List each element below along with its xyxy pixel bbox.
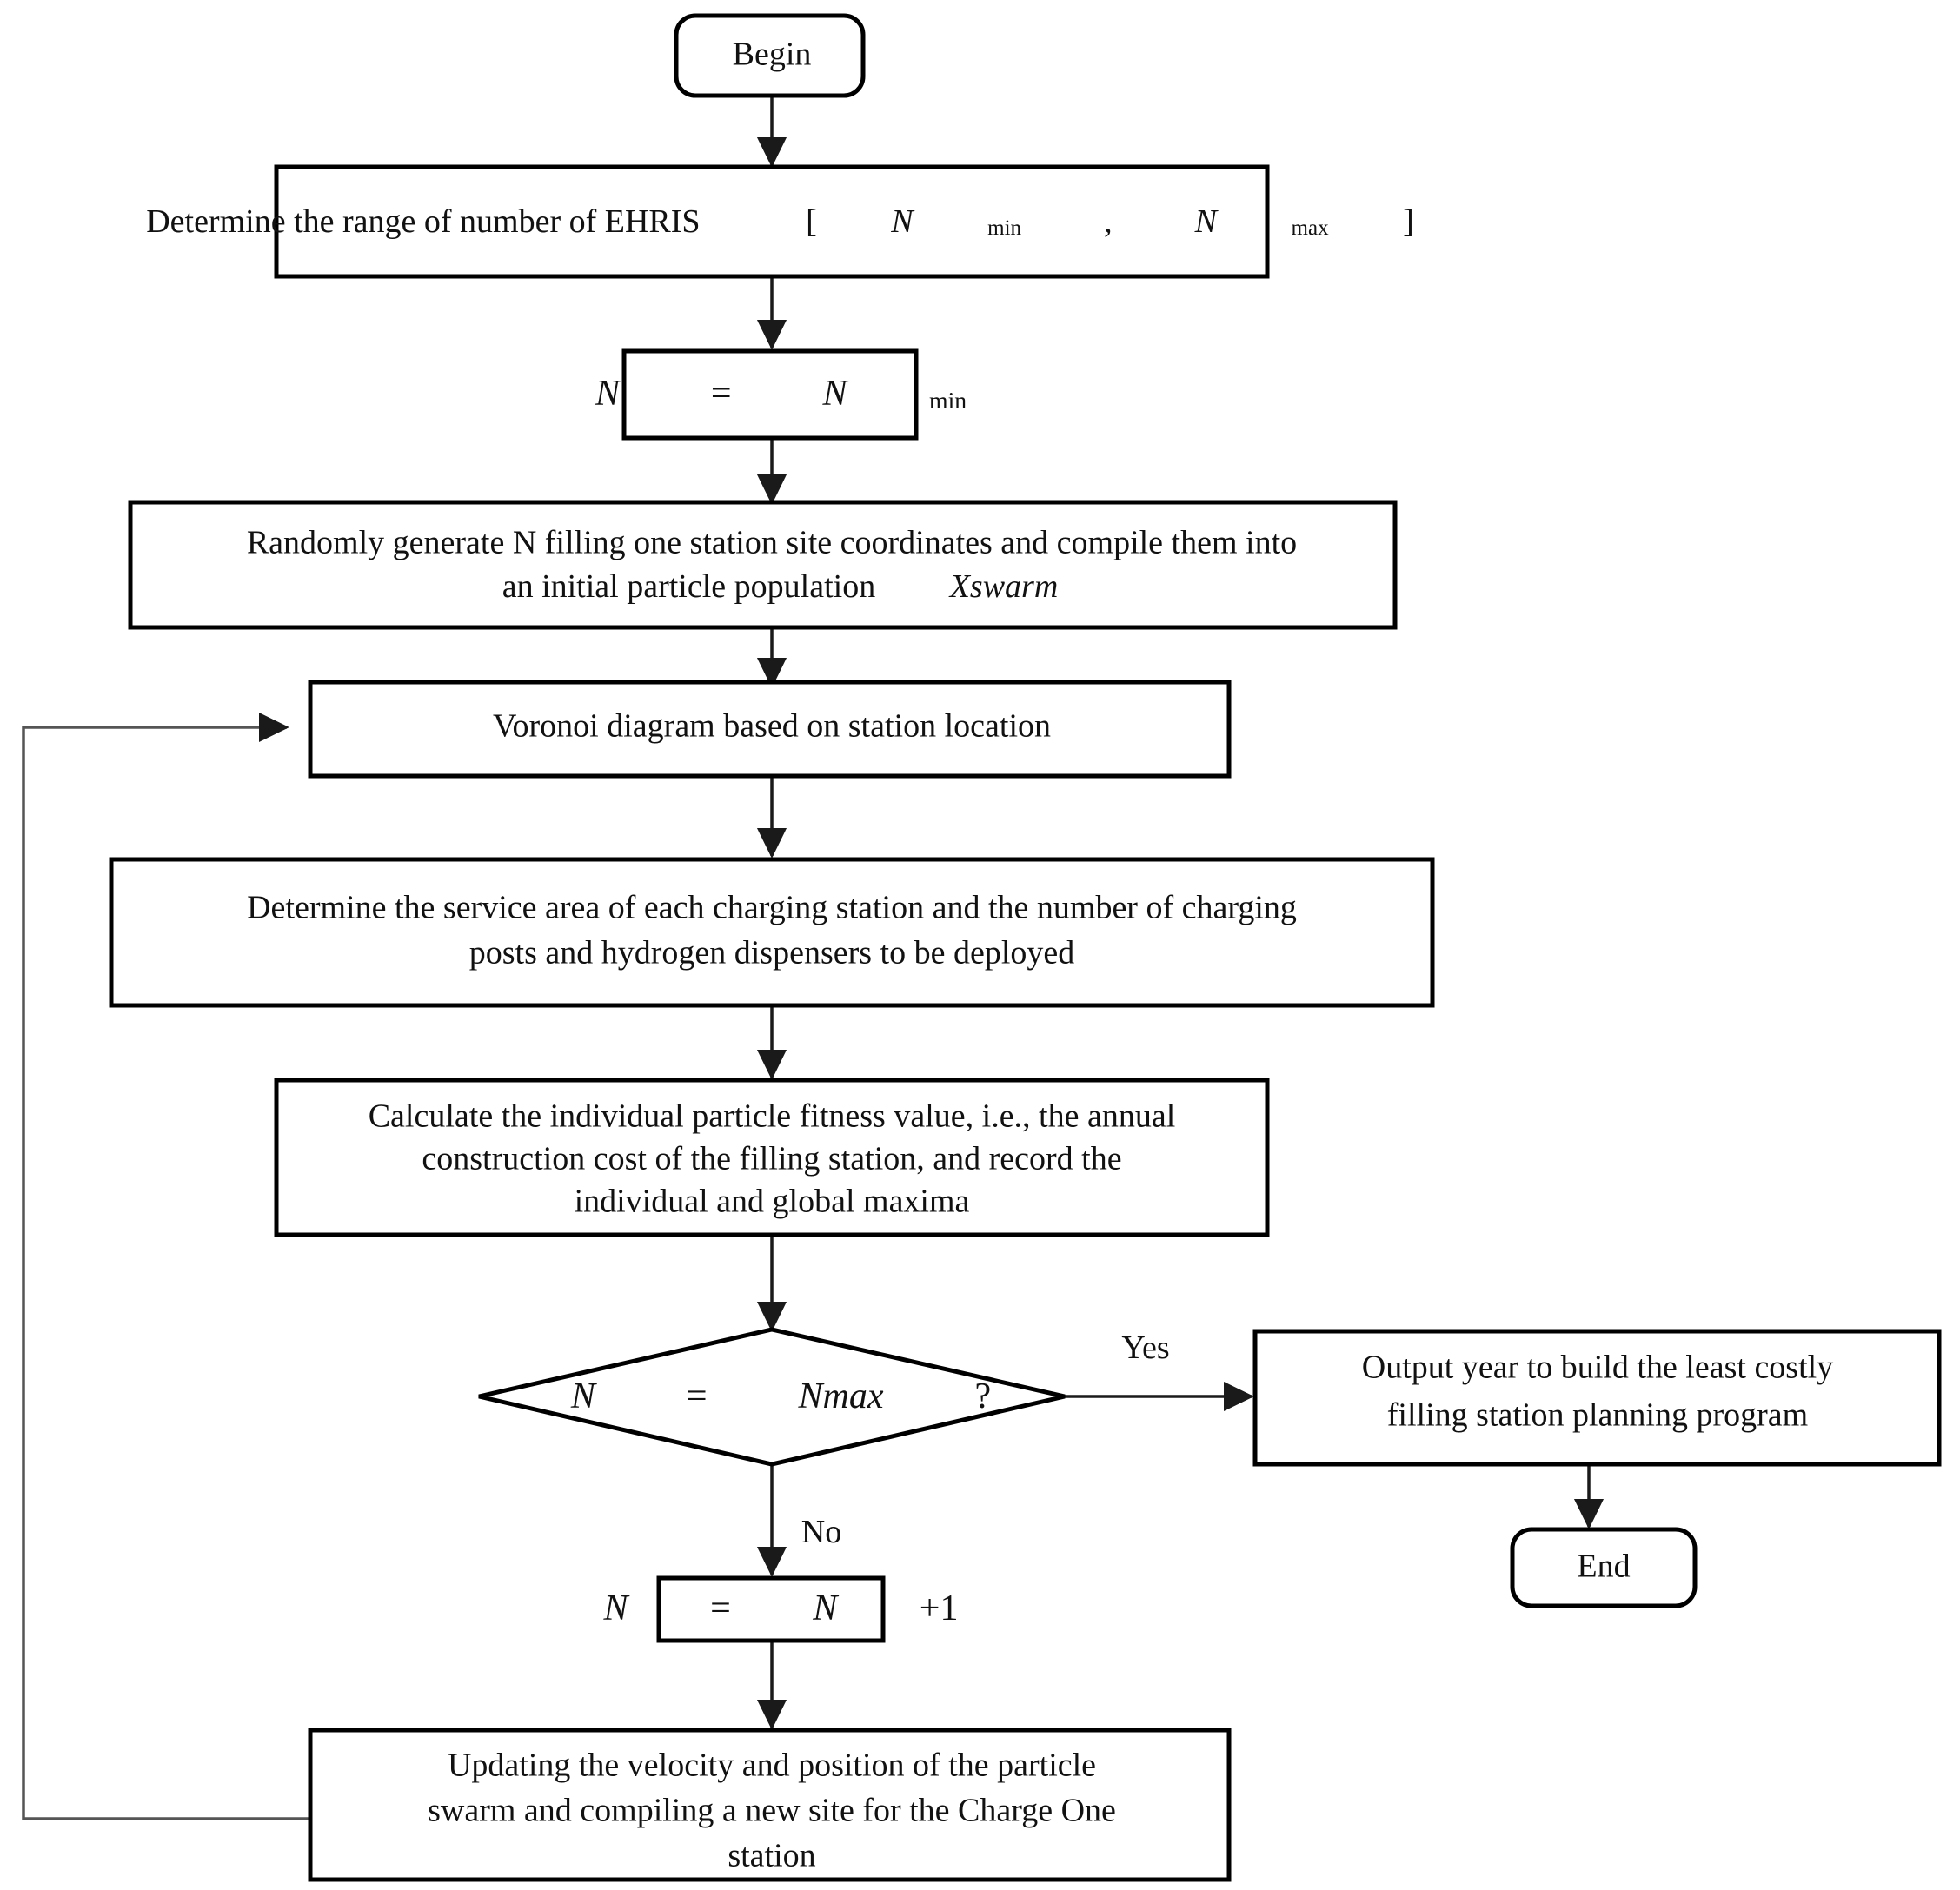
node-output[interactable]: Output year to build the least costly fi… (1252, 1329, 1942, 1467)
n-init-var: N (595, 374, 621, 414)
node-end[interactable]: End (1510, 1527, 1698, 1608)
node-random-generate[interactable]: Randomly generate N filling one station … (128, 500, 1398, 630)
connector-feedback-loop (22, 712, 309, 1820)
output-line2: filling station planning program (1387, 1397, 1808, 1434)
determine-range-sub-min: min (987, 216, 1021, 240)
node-voronoi[interactable]: Voronoi diagram based on station locatio… (308, 680, 1232, 779)
increment-plus-one: +1 (920, 1588, 959, 1628)
begin-label: Begin (733, 36, 812, 73)
node-begin[interactable]: Begin (674, 13, 866, 98)
node-update-swarm[interactable]: Updating the velocity and position of th… (308, 1728, 1232, 1882)
fitness-line2: construction cost of the filling station… (422, 1141, 1121, 1177)
node-n-init[interactable]: N = N min (513, 348, 1030, 441)
determine-range-text: Determine the range of number of EHRIS (146, 203, 700, 240)
fitness-line3: individual and global maxima (575, 1184, 970, 1220)
edge-label-yes: Yes (1121, 1330, 1169, 1366)
service-area-shape (109, 857, 1435, 1008)
n-init-sub: min (929, 387, 967, 414)
output-line1: Output year to build the least costly (1362, 1350, 1833, 1386)
n-init-equals: = (701, 374, 741, 414)
increment-shape (656, 1575, 886, 1643)
node-determine-range[interactable]: Determine the range of number of EHRIS [… (72, 164, 1472, 279)
determine-range-shape (274, 164, 1270, 279)
increment-equals: = (710, 1588, 731, 1628)
decision-diamond-shape (478, 1327, 1066, 1467)
edge-labels: Yes No (801, 1330, 1170, 1550)
node-service-area[interactable]: Determine the service area of each charg… (109, 857, 1435, 1008)
random-generate-line2: an initial particle population Xswarm (428, 568, 1116, 605)
n-init-shape (621, 348, 919, 441)
node-increment[interactable]: N = N +1 (522, 1575, 1022, 1643)
decision-equals: = (677, 1376, 716, 1416)
voronoi-shape (308, 680, 1232, 779)
increment-var1: N (603, 1588, 630, 1628)
n-init-label: N = N min (513, 374, 1030, 414)
decision-question: ? (966, 1376, 991, 1416)
determine-range-var-min: N (890, 203, 915, 240)
determine-range-var-max: N (1194, 203, 1219, 240)
update-swarm-shape (308, 1728, 1232, 1882)
decision-var2: Nmax (798, 1376, 884, 1416)
service-area-line1: Determine the service area of each charg… (247, 890, 1297, 926)
fitness-line1: Calculate the individual particle fitnes… (369, 1098, 1176, 1135)
decision-label: N = Nmax ? (488, 1376, 1054, 1416)
edge-label-no: No (801, 1514, 841, 1550)
random-generate-shape (128, 500, 1398, 630)
determine-range-separator: , (1096, 203, 1121, 240)
determine-range-label: Determine the range of number of EHRIS [… (72, 203, 1472, 241)
n-init-var2: N (822, 374, 849, 414)
fitness-shape (274, 1078, 1270, 1237)
connectors (22, 96, 1605, 1820)
output-shape (1252, 1329, 1942, 1467)
update-swarm-line1: Updating the velocity and position of th… (448, 1747, 1096, 1784)
decision-var1: N (570, 1376, 597, 1416)
node-decision[interactable]: N = Nmax ? (478, 1327, 1066, 1467)
determine-range-bracket-open: [ (806, 203, 817, 240)
end-label: End (1577, 1548, 1630, 1585)
voronoi-label: Voronoi diagram based on station locatio… (493, 708, 1051, 745)
begin-terminator-shape (674, 13, 866, 98)
increment-var2: N (812, 1588, 839, 1628)
service-area-line2: posts and hydrogen dispensers to be depl… (469, 935, 1075, 972)
random-generate-line1: Randomly generate N filling one station … (247, 525, 1297, 561)
random-generate-xswarm: Xswarm (948, 568, 1059, 605)
random-generate-line2-plain: an initial particle population (502, 568, 876, 605)
determine-range-sub-max: max (1291, 216, 1329, 240)
node-fitness[interactable]: Calculate the individual particle fitnes… (274, 1078, 1270, 1237)
update-swarm-line3: station (728, 1838, 815, 1874)
determine-range-bracket-close: ] (1403, 203, 1414, 240)
end-terminator-shape (1510, 1527, 1698, 1608)
update-swarm-line2: swarm and compiling a new site for the C… (428, 1793, 1116, 1829)
increment-label: N = N +1 (522, 1588, 1022, 1628)
